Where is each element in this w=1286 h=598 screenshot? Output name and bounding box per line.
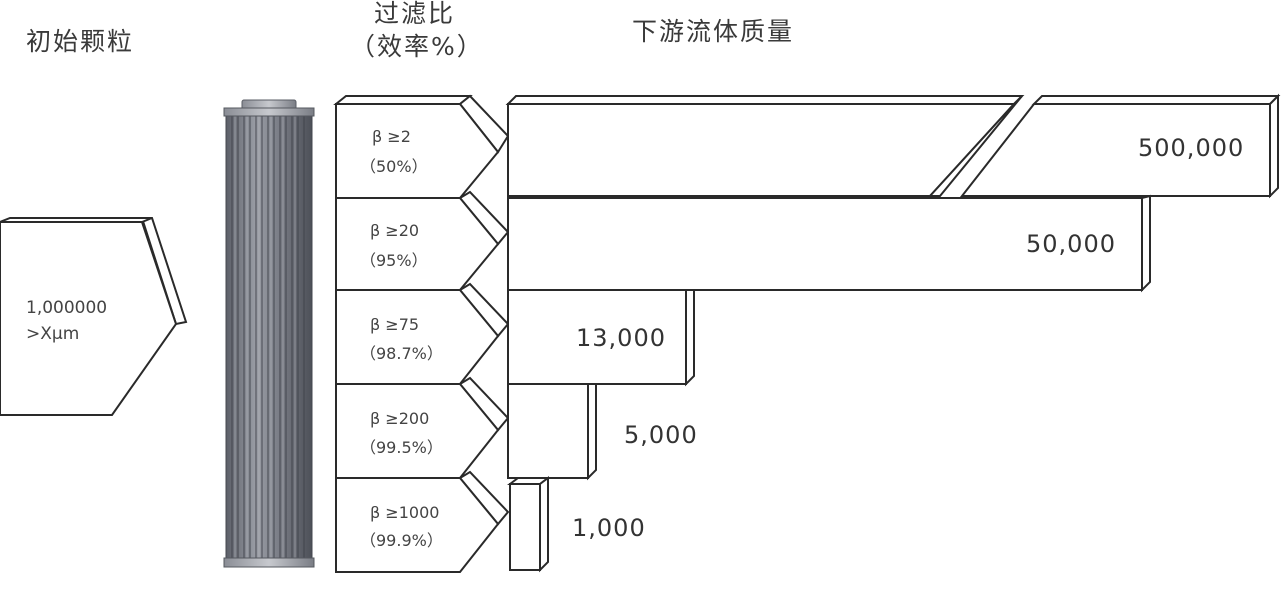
beta-efficiency-3: （98.7%） (360, 344, 443, 363)
beta-block-2: β ≥20 （95%） (335, 190, 510, 291)
beta-ratio-1: β ≥2 (372, 127, 411, 146)
beta-ratio-4: β ≥200 (370, 409, 429, 428)
initial-count: 1,000000 (26, 298, 107, 318)
downstream-bar-5: 1,000 (507, 476, 646, 573)
header-initial-particles: 初始颗粒 (26, 27, 134, 56)
downstream-bar-3: 13,000 (507, 289, 695, 387)
beta-block-3: β ≥75 （98.7%） (335, 282, 510, 385)
beta-efficiency-1: （50%） (360, 157, 428, 176)
beta-ratio-2: β ≥20 (370, 221, 419, 240)
beta-efficiency-5: （99.9%） (360, 531, 443, 550)
downstream-bar-2: 50,000 (507, 194, 1151, 293)
beta-ratio-5: β ≥1000 (370, 503, 439, 522)
downstream-bar-1: 500,000 (505, 93, 1281, 199)
downstream-value-5: 1,000 (572, 514, 646, 542)
downstream-value-4: 5,000 (624, 421, 698, 449)
downstream-value-3: 13,000 (576, 324, 666, 352)
beta-efficiency-4: （99.5%） (360, 438, 443, 457)
downstream-value-1: 500,000 (1138, 134, 1244, 162)
filter-cartridge-icon (223, 99, 315, 568)
beta-block-4: β ≥200 （99.5%） (335, 376, 510, 479)
header-efficiency: （效率%） (350, 32, 484, 61)
beta-block-1: β ≥2 （50%） (333, 94, 510, 199)
beta-efficiency-2: （95%） (360, 251, 428, 270)
downstream-value-2: 50,000 (1026, 230, 1116, 258)
header-downstream-quality: 下游流体质量 (632, 17, 794, 46)
initial-size: >Xμm (26, 324, 79, 344)
downstream-bar-4: 5,000 (507, 383, 698, 481)
beta-ratio-3: β ≥75 (370, 315, 419, 334)
beta-block-5: β ≥1000 （99.9%） (335, 470, 510, 573)
initial-particles-block: 1,000000 >Xμm (0, 217, 188, 416)
header-filtration-ratio: 过滤比 (374, 0, 455, 28)
